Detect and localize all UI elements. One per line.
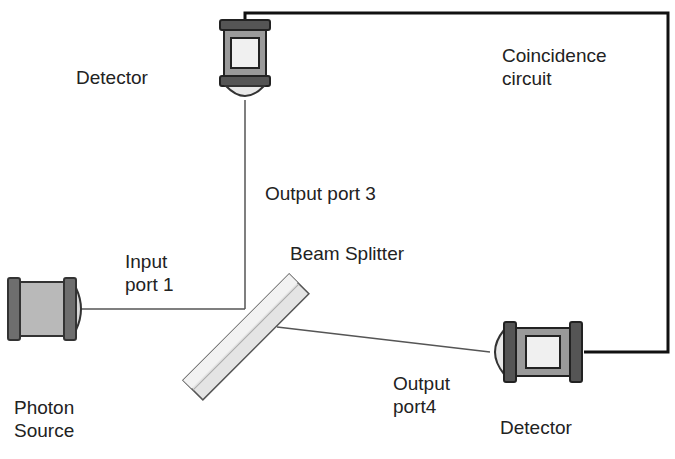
port-label: Output port4 <box>391 372 475 418</box>
node-label: Detector <box>500 416 572 439</box>
port-label: Output port 3 <box>263 182 378 205</box>
node-label: Beam Splitter <box>290 242 404 265</box>
node-label: Photon Source <box>14 396 94 442</box>
coincidence-wire <box>245 13 668 352</box>
detector-icon <box>486 320 584 384</box>
port-label: Coincidence circuit <box>500 44 644 90</box>
detector-icon <box>216 20 274 102</box>
light-path <box>277 327 490 352</box>
detector: Detector <box>486 320 584 384</box>
photon-source: Photon Source <box>6 276 88 342</box>
beam-splitter-icon <box>185 262 315 412</box>
node-label: Detector <box>76 66 148 89</box>
port-label: Input port 1 <box>123 250 203 296</box>
light-path <box>80 308 245 310</box>
detector: Detector <box>216 20 274 102</box>
photon-source-icon <box>6 276 88 342</box>
light-path <box>244 100 246 309</box>
beam-splitter: Beam Splitter <box>185 262 315 412</box>
